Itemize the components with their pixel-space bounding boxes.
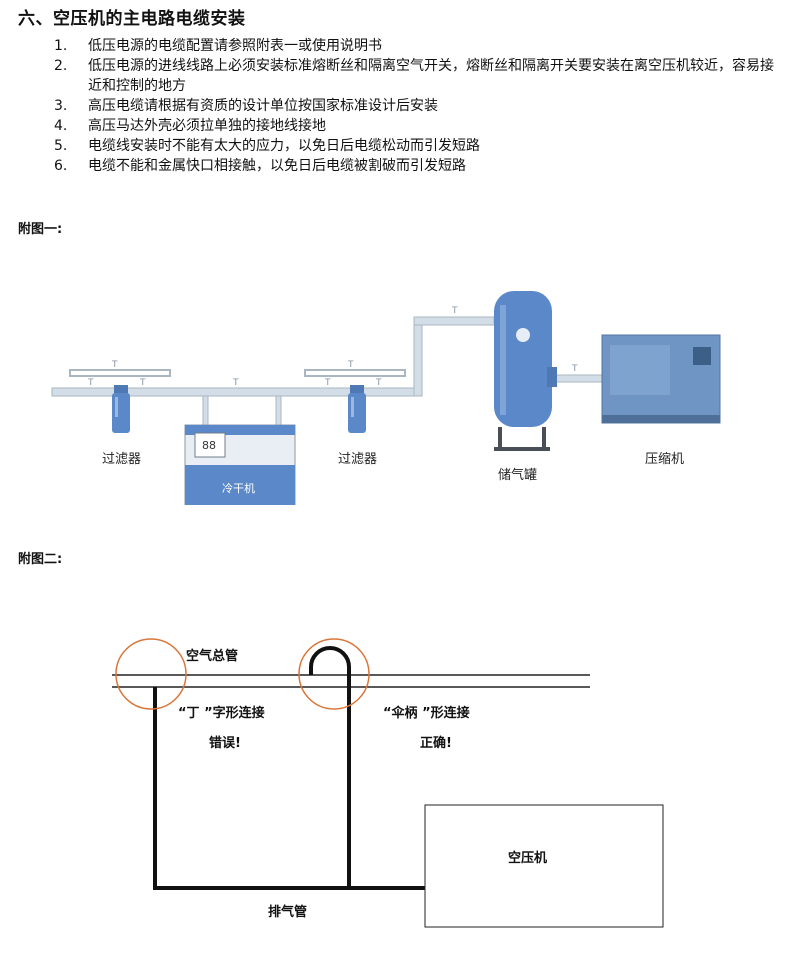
list-item: 2. 低压电源的进线线路上必须安装标准熔断丝和隔离空气开关，熔断丝和隔离开关要安… — [54, 56, 774, 96]
svg-text:T: T — [324, 378, 331, 388]
list-item: 3. 高压电缆请根据有资质的设计单位按国家标准设计后安装 — [54, 96, 774, 116]
item-text: 低压电源的电缆配置请参照附表一或使用说明书 — [88, 38, 382, 54]
compressor-box — [424, 804, 664, 928]
list-item: 4. 高压马达外壳必须拉单独的接地线接地 — [54, 116, 774, 136]
svg-text:T: T — [139, 378, 146, 388]
main-pipe — [51, 387, 423, 397]
figure1-diagram: T T T T T T T T T 88 冷干机 — [51, 291, 721, 505]
exhaust-pipe-label: 排气管 — [268, 904, 307, 920]
umbrella-joint-highlight-circle — [298, 638, 370, 710]
svg-text:T: T — [375, 378, 382, 388]
svg-text:T: T — [451, 306, 458, 316]
wrong-label: 错误! — [209, 735, 241, 751]
filter-left-label: 过滤器 — [102, 452, 141, 467]
svg-text:T: T — [571, 364, 578, 374]
figure2-diagram: 空气总管 “丁 ”字形连接 错误! “伞柄 ”形连接 正确! 空压机 排气管 — [112, 638, 664, 928]
compressor-label: 压缩机 — [645, 451, 684, 467]
tank-unit — [494, 291, 557, 451]
dryer-pipe-right — [275, 395, 282, 427]
compressor-unit — [601, 334, 721, 424]
svg-text:T: T — [87, 378, 94, 388]
item-number: 5. — [54, 138, 68, 154]
bypass-loop-right — [304, 369, 406, 377]
item-number: 3. — [54, 98, 68, 114]
bypass-loop-left — [69, 369, 171, 377]
item-number: 2. — [54, 58, 68, 74]
item-text: 电缆线安装时不能有太大的应力，以免日后电缆松动而引发短路 — [88, 138, 480, 154]
umbrella-joint-pipe — [309, 646, 351, 888]
list-item: 1. 低压电源的电缆配置请参照附表一或使用说明书 — [54, 36, 774, 56]
tank-inlet-pipe — [413, 316, 495, 326]
correct-label: 正确! — [420, 735, 452, 751]
compressor-box-label: 空压机 — [508, 850, 547, 866]
list-item: 6. 电缆不能和金属快口相接触，以免日后电缆被割破而引发短路 — [54, 156, 774, 176]
tank-label: 储气罐 — [498, 467, 537, 483]
valve-icons: T T T T T T T T T — [87, 306, 578, 388]
item-number: 4. — [54, 118, 68, 134]
t-joint-highlight-circle — [115, 638, 187, 710]
item-text: 高压电缆请根据有资质的设计单位按国家标准设计后安装 — [88, 98, 438, 114]
t-joint-label: “丁 ”字形连接 — [178, 705, 265, 721]
dryer-label: 冷干机 — [222, 481, 255, 495]
svg-text:T: T — [232, 378, 239, 388]
item-text: 电缆不能和金属快口相接触，以免日后电缆被割破而引发短路 — [88, 158, 466, 174]
item-number: 1. — [54, 38, 68, 54]
list-item: 5. 电缆线安装时不能有太大的应力，以免日后电缆松动而引发短路 — [54, 136, 774, 156]
item-text: 高压马达外壳必须拉单独的接地线接地 — [88, 118, 326, 134]
instruction-list: 1. 低压电源的电缆配置请参照附表一或使用说明书 2. 低压电源的进线线路上必须… — [54, 36, 774, 176]
riser-pipe — [413, 316, 423, 397]
item-text: 低压电源的进线线路上必须安装标准熔断丝和隔离空气开关，熔断丝和隔离开关要安装在离… — [88, 58, 774, 94]
svg-text:T: T — [111, 360, 118, 370]
dryer-pipe-left — [202, 395, 209, 427]
filter-right-icon — [348, 385, 366, 433]
figure2-label: 附图二: — [18, 552, 63, 567]
dryer-unit: 88 冷干机 — [184, 424, 296, 505]
filter-right-label: 过滤器 — [338, 452, 377, 467]
figure1-label: 附图一: — [18, 222, 63, 237]
section-title: 六、空压机的主电路电缆安装 — [18, 9, 246, 29]
filter-left-icon — [112, 385, 130, 433]
compressor-pipe — [552, 374, 604, 383]
item-number: 6. — [54, 158, 68, 174]
svg-text:T: T — [347, 360, 354, 370]
main-pipe-label: 空气总管 — [186, 648, 238, 664]
umbrella-joint-label: “伞柄 ”形连接 — [383, 705, 470, 721]
dryer-panel-display: 88 — [202, 439, 216, 452]
